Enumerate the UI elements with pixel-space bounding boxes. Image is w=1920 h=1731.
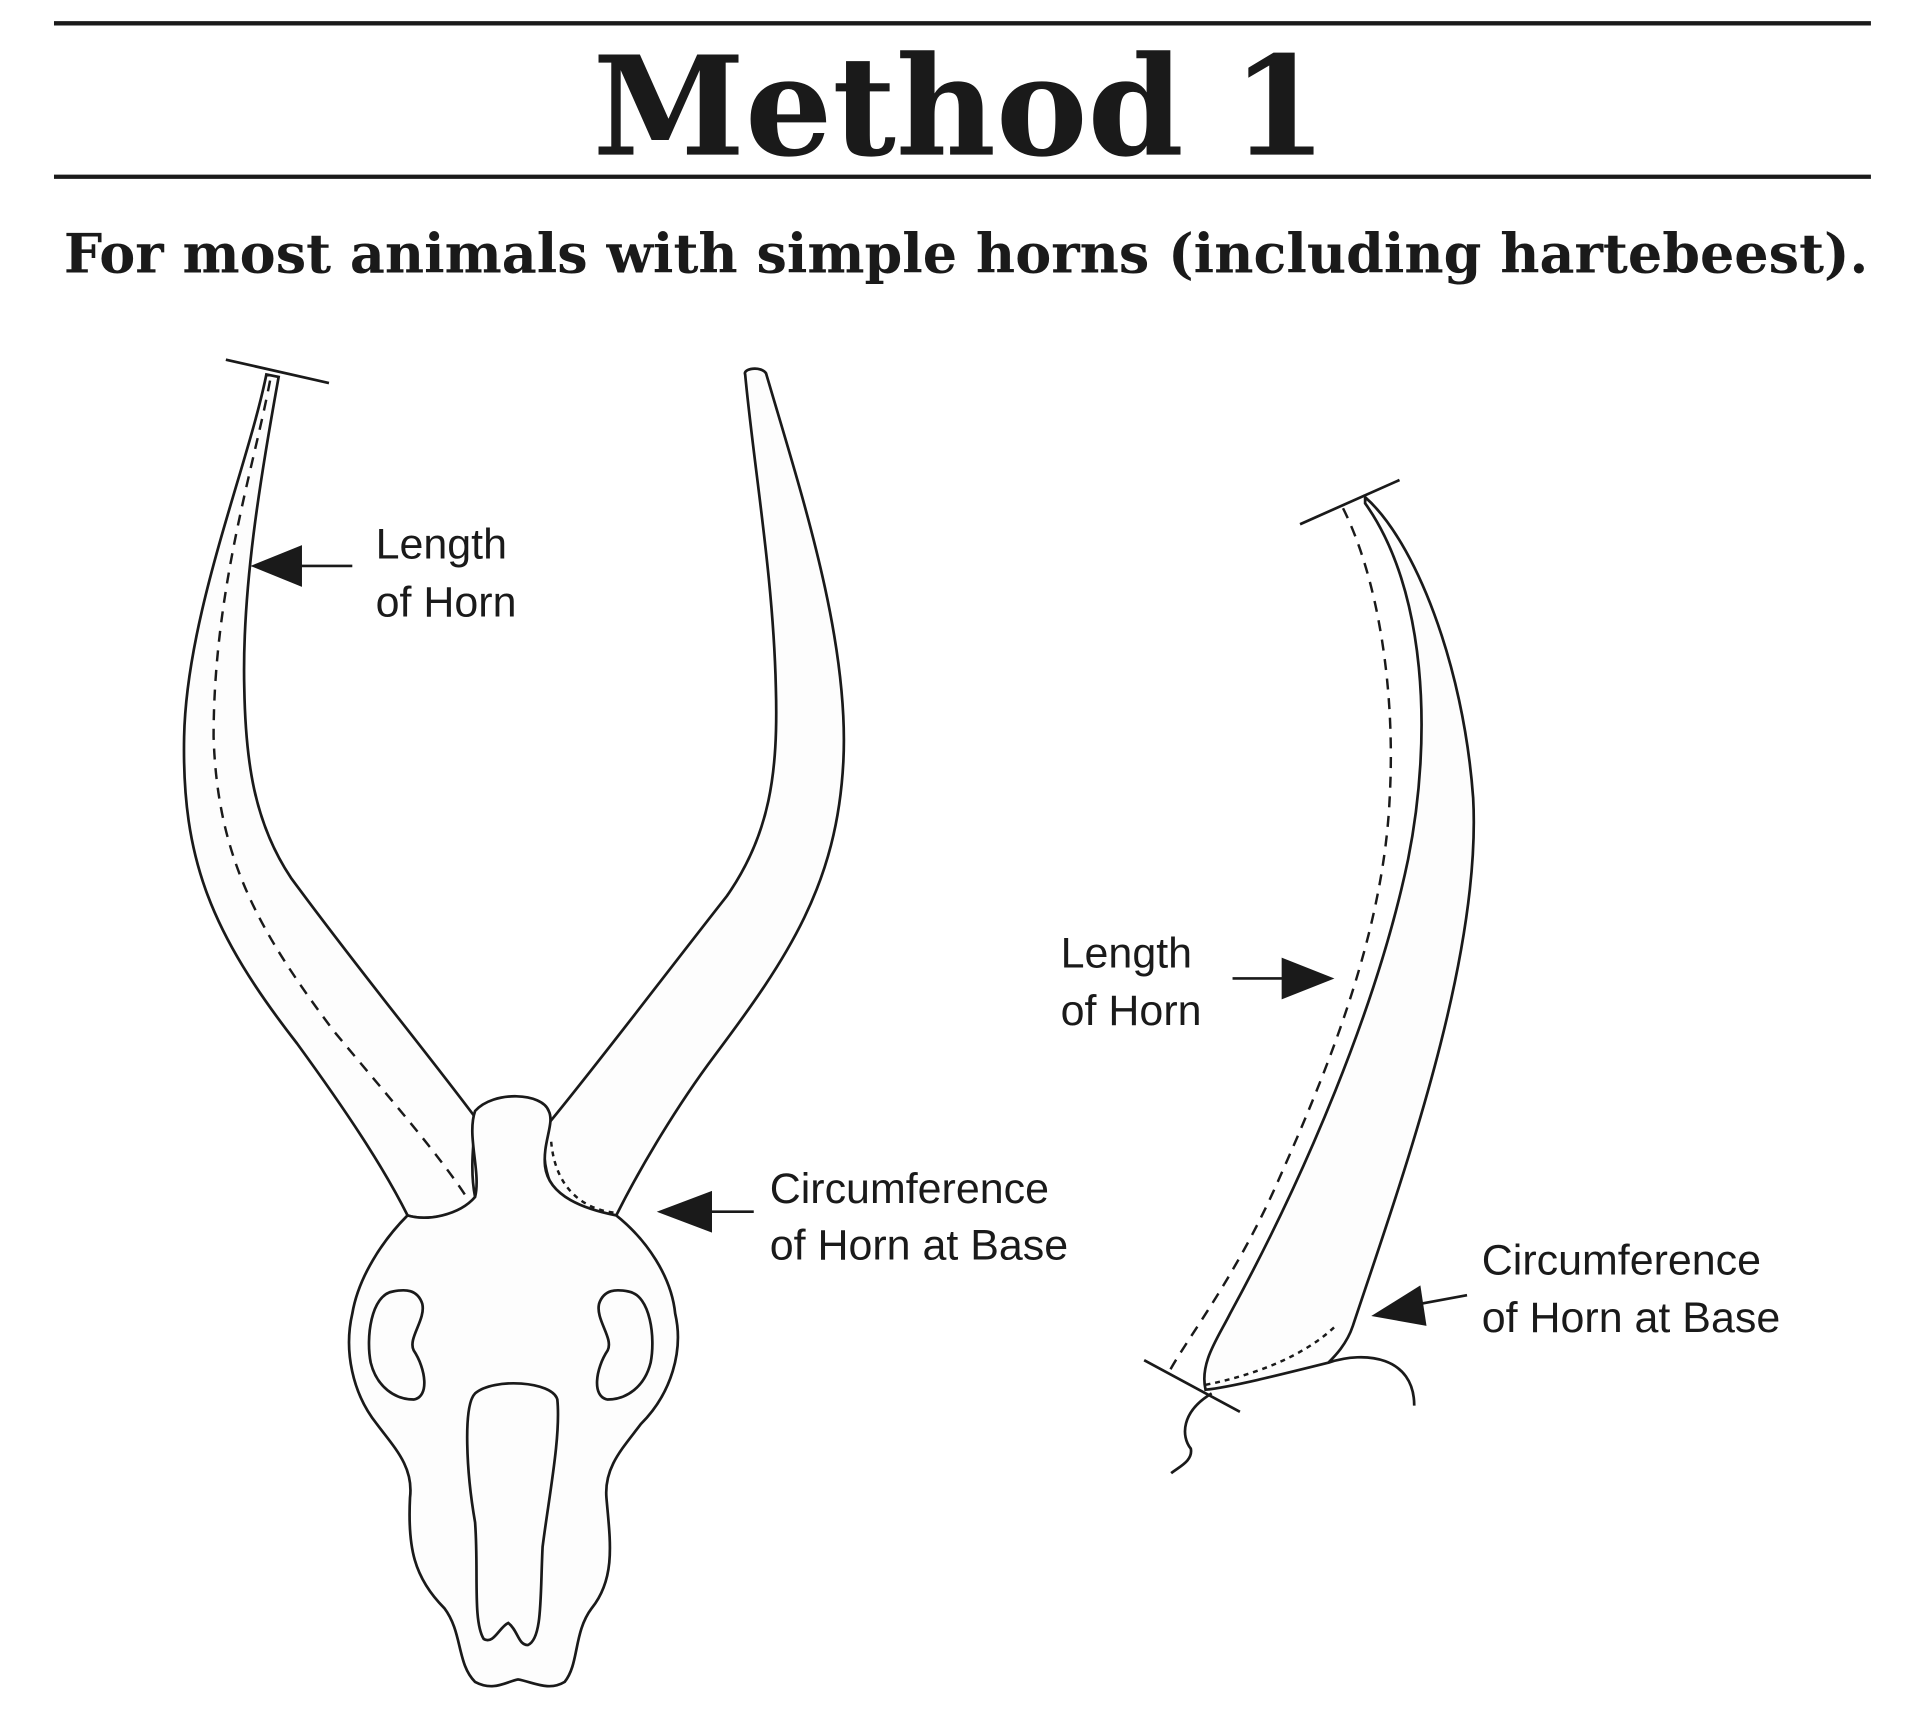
side-horn-illustration [1143, 478, 1476, 1475]
front-skull-illustration [182, 358, 846, 1688]
arrow-left-icon [1371, 1285, 1427, 1326]
side-length-label-line2: of Horn [1061, 987, 1202, 1035]
left-horn [182, 372, 477, 1220]
side-horn-base-circumference [1205, 1324, 1337, 1387]
right-horn [542, 367, 846, 1217]
left-horn-length-line [212, 380, 468, 1198]
left-horn-tip-mark [225, 358, 330, 385]
right-eye-socket [595, 1288, 654, 1401]
side-length-annotation: Length of Horn [1061, 929, 1335, 1035]
side-skull-outline-lower [1170, 1392, 1213, 1475]
side-length-label-line1: Length [1061, 929, 1192, 977]
front-length-label-line1: Length [376, 521, 507, 569]
right-horn-base-circumference [549, 1141, 617, 1215]
side-skull-outline [1327, 1355, 1416, 1406]
side-circumference-label-line1: Circumference [1482, 1236, 1761, 1284]
side-horn-base-mark [1143, 1359, 1241, 1413]
arrow-left-icon [656, 1190, 713, 1233]
front-circumference-annotation: Circumference of Horn at Base [656, 1165, 1068, 1270]
front-circumference-label-line2: of Horn at Base [770, 1222, 1068, 1270]
front-length-label-line2: of Horn [376, 578, 517, 626]
arrow-left-icon [250, 545, 302, 587]
subtitle: For most animals with simple horns (incl… [64, 222, 1868, 286]
side-circumference-annotation: Circumference of Horn at Base [1371, 1236, 1780, 1342]
arrow-right-icon [1281, 957, 1335, 1000]
side-horn [1203, 494, 1476, 1392]
front-circumference-label-line1: Circumference [770, 1165, 1049, 1213]
nasal-cavity [465, 1381, 560, 1647]
side-circumference-label-line2: of Horn at Base [1482, 1294, 1780, 1342]
front-length-annotation: Length of Horn [250, 521, 517, 626]
left-eye-socket [367, 1288, 426, 1401]
side-horn-length-line [1167, 507, 1393, 1374]
side-horn-tip-mark [1299, 478, 1401, 526]
page-title: Method 1 [593, 27, 1327, 188]
